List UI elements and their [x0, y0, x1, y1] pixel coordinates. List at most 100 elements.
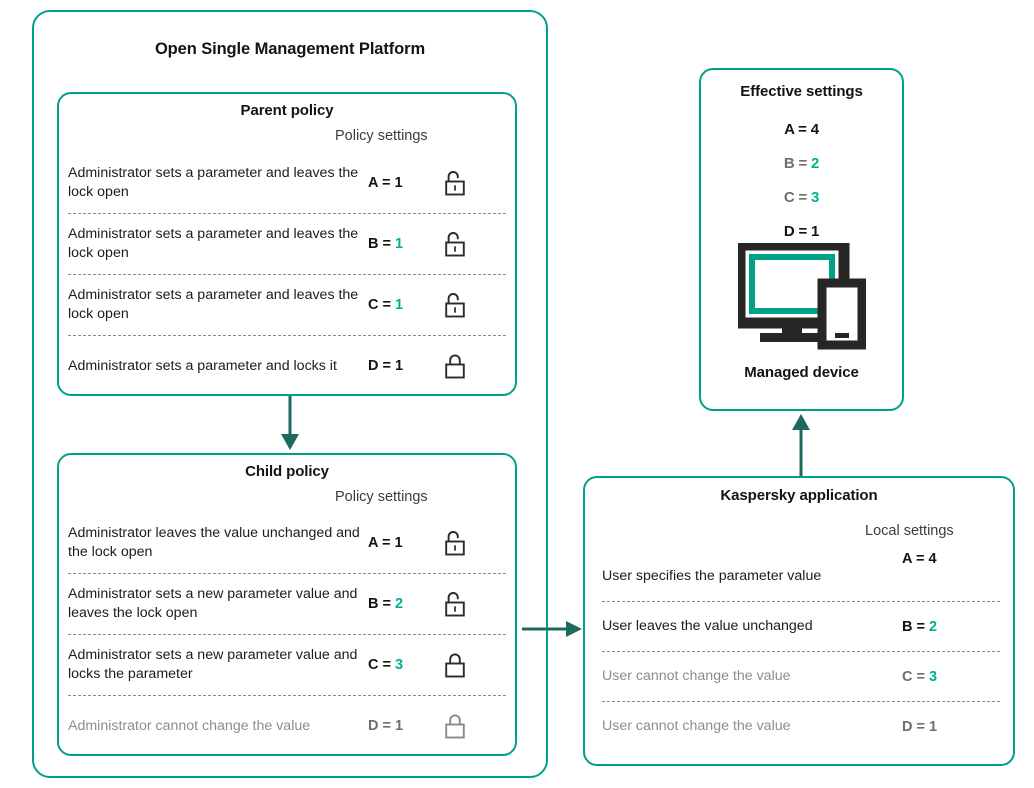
- value-key: C =: [368, 657, 395, 673]
- unlocked-icon: [445, 232, 465, 257]
- policy-row-lock: [438, 651, 472, 679]
- value-number: 3: [929, 668, 938, 685]
- local-settings-row: User cannot change the value D = 1: [602, 701, 1000, 751]
- policy-row: Administrator sets a new parameter value…: [68, 634, 506, 695]
- policy-row-description: Administrator sets a parameter and leave…: [68, 226, 359, 261]
- child-policy-title: Child policy: [245, 463, 329, 480]
- policy-row: Administrator leaves the value unchanged…: [68, 512, 506, 573]
- kaspersky-application-title: Kaspersky application: [720, 487, 878, 504]
- child-policy-column-header: Policy settings: [335, 489, 428, 505]
- effective-setting-line: A = 4: [699, 121, 904, 138]
- managed-device-caption: Managed device: [744, 364, 859, 381]
- local-settings-row-description: User cannot change the value: [602, 718, 791, 735]
- value-number: 2: [395, 596, 404, 612]
- local-settings-row-value: D = 1: [902, 719, 982, 735]
- policy-row-description: Administrator sets a parameter and leave…: [68, 164, 359, 200]
- local-settings-row-description: User cannot change the value: [602, 668, 791, 685]
- value-key: C =: [368, 297, 395, 313]
- policy-row-lock: [438, 230, 472, 258]
- value-number: 3: [810, 189, 820, 206]
- effective-settings-title: Effective settings: [740, 83, 863, 100]
- policy-row-value: C = 3: [368, 657, 438, 673]
- kaspersky-application-column-header: Local settings: [865, 523, 954, 539]
- arrow-up-icon: [792, 414, 810, 476]
- parent-policy-title: Parent policy: [240, 102, 334, 119]
- policy-row-lock: [438, 352, 472, 380]
- value-key: D =: [368, 358, 395, 374]
- effective-settings-values: A = 4 B = 2 C = 3 D = 1: [699, 121, 904, 257]
- policy-row-description: Administrator leaves the value unchanged…: [68, 524, 360, 560]
- policy-row: Administrator sets a new parameter value…: [68, 573, 506, 634]
- policy-row-description: Administrator sets a parameter and leave…: [68, 287, 359, 322]
- policy-row: Administrator sets a parameter and leave…: [68, 152, 506, 213]
- local-settings-row-description: User leaves the value unchanged: [602, 618, 813, 635]
- value-key: A =: [902, 551, 929, 567]
- policy-row-description: Administrator sets a new parameter value…: [68, 586, 358, 621]
- local-settings-row: User leaves the value unchanged B = 2: [602, 601, 1000, 651]
- policy-row: Administrator sets a parameter and leave…: [68, 274, 506, 335]
- policy-row-value: C = 1: [368, 297, 438, 313]
- policy-row-lock: [438, 712, 472, 740]
- value-key: D =: [368, 718, 395, 734]
- policy-row-value: B = 2: [368, 596, 438, 612]
- policy-row-lock: [438, 291, 472, 319]
- locked-icon: [445, 653, 465, 678]
- unlocked-icon: [445, 170, 465, 195]
- value-number: 3: [395, 657, 404, 673]
- value-key: A =: [368, 534, 395, 551]
- value-number: 1: [929, 718, 938, 735]
- value-key: D =: [902, 718, 929, 735]
- kaspersky-application-panel: [583, 476, 1015, 766]
- value-number: 1: [394, 174, 403, 191]
- policy-row: Administrator sets a parameter and leave…: [68, 213, 506, 274]
- value-number: 2: [929, 618, 938, 635]
- policy-row-lock: [438, 529, 472, 557]
- arrow-down-icon: [281, 396, 299, 450]
- policy-row-description: Administrator cannot change the value: [68, 717, 311, 734]
- child-policy-panel: [57, 453, 517, 756]
- effective-setting-line: B = 2: [699, 155, 904, 172]
- unlocked-icon: [445, 530, 465, 555]
- arrow-right-icon: [522, 621, 582, 637]
- monitor-and-phone-icon: [737, 243, 866, 350]
- value-number: 4: [928, 551, 937, 567]
- local-settings-row-value: A = 4: [902, 551, 982, 567]
- platform-title: Open Single Management Platform: [154, 40, 426, 58]
- value-number: 1: [395, 236, 404, 252]
- value-number: 1: [395, 297, 404, 313]
- value-number: 1: [810, 223, 820, 240]
- effective-settings-panel: [699, 68, 904, 411]
- policy-row-value: D = 1: [368, 718, 438, 734]
- unlocked-icon: [445, 592, 465, 617]
- effective-setting-line: D = 1: [699, 223, 904, 240]
- policy-row-description: Administrator sets a parameter and locks…: [68, 357, 337, 374]
- value-key: D =: [783, 223, 811, 240]
- policy-row-lock: [438, 590, 472, 618]
- value-key: B =: [783, 155, 811, 172]
- policy-row-description: Administrator sets a new parameter value…: [68, 647, 358, 682]
- policy-row: Administrator cannot change the value D =…: [68, 695, 506, 756]
- value-key: B =: [368, 596, 395, 612]
- value-number: 1: [394, 534, 403, 551]
- parent-policy-rows: Administrator sets a parameter and leave…: [68, 152, 506, 396]
- open-single-management-platform-container: [32, 10, 548, 778]
- unlocked-icon: [445, 293, 465, 318]
- policy-row-value: D = 1: [368, 358, 438, 374]
- parent-policy-panel: [57, 92, 517, 396]
- parent-policy-column-header: Policy settings: [335, 128, 428, 144]
- value-key: C =: [783, 189, 811, 206]
- policy-row-lock: [438, 169, 472, 197]
- value-key: B =: [902, 618, 929, 635]
- managed-device-icon-wrap: [699, 243, 904, 353]
- value-key: A =: [368, 174, 395, 191]
- local-settings-row-value: B = 2: [902, 619, 982, 635]
- policy-row-value: B = 1: [368, 236, 438, 252]
- value-key: C =: [902, 668, 929, 685]
- effective-setting-line: C = 3: [699, 189, 904, 206]
- policy-row-value: A = 1: [368, 535, 438, 551]
- value-key: B =: [368, 236, 395, 252]
- local-settings-row: User cannot change the value C = 3: [602, 651, 1000, 701]
